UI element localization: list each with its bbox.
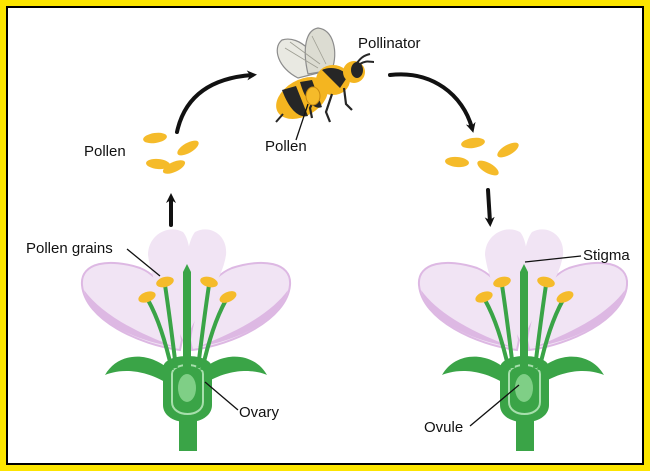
right-pollen-cluster <box>445 136 521 178</box>
left-flower-sepal-left <box>105 357 172 382</box>
arrow-bee-to-pollen <box>390 74 472 128</box>
label-ovule: Ovule <box>424 420 463 435</box>
left-flower-ovule <box>178 374 196 402</box>
label-ovary: Ovary <box>239 405 279 420</box>
label-pollinator: Pollinator <box>358 36 421 51</box>
label-pollen-grains: Pollen grains <box>26 241 113 256</box>
label-stigma: Stigma <box>583 248 630 263</box>
right-flower-sepal-left <box>442 357 509 382</box>
arrow-pollen-to-bee <box>177 75 252 132</box>
label-pollen-bee: Pollen <box>265 139 307 154</box>
bee-pollen-basket <box>306 87 320 105</box>
left-pollen-cluster <box>142 131 200 176</box>
arrow-pollen-to-flower <box>488 190 490 222</box>
right-flower-ovule <box>515 374 533 402</box>
label-pollen-left: Pollen <box>84 144 126 159</box>
